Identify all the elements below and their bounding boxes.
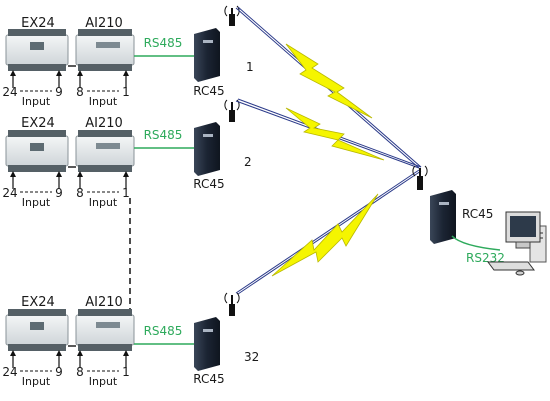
rc45-label: RC45: [193, 84, 224, 98]
ai-input-start: 8: [76, 365, 84, 379]
ex-input-start: 24: [2, 85, 17, 99]
rs485-label: RS485: [144, 324, 183, 338]
ai210-module: [75, 130, 135, 172]
ai-input-label: Input: [89, 196, 118, 209]
ai210-label: AI210: [85, 16, 123, 31]
ex24-label: EX24: [21, 295, 55, 310]
ex-input-label: Input: [22, 196, 51, 209]
rs485-label: RS485: [144, 36, 183, 50]
node-number: 32: [244, 350, 259, 364]
node-number: 2: [244, 155, 252, 169]
rc45-label: RC45: [193, 177, 224, 191]
lightning-bolt-2: [285, 107, 385, 161]
ex24-module: [5, 130, 69, 172]
ai-input-start: 8: [76, 85, 84, 99]
ai-input-end: 1: [122, 85, 130, 99]
rc45-base-label: RC45: [462, 207, 493, 221]
rc45-modem: [194, 28, 220, 82]
lightning-bolt-1: [285, 43, 373, 119]
ex-input-start: 24: [2, 365, 17, 379]
rc45-modem: [194, 317, 220, 371]
ai-input-end: 1: [122, 365, 130, 379]
antenna-icon: [412, 165, 428, 190]
row-1: EX24 AI210 24 9 Input 8 1 Input: [2, 5, 254, 108]
ex24-module: [5, 309, 69, 351]
rc45-modem: [194, 122, 220, 176]
ex24-label: EX24: [21, 16, 55, 31]
antenna-icon: [224, 99, 240, 122]
base-station: RC45 RS232: [412, 165, 547, 276]
ai210-label: AI210: [85, 116, 123, 131]
ai-input-end: 1: [122, 186, 130, 200]
ex24-label: EX24: [21, 116, 55, 131]
rc45-label: RC45: [193, 372, 224, 386]
ex-input-label: Input: [22, 375, 51, 388]
computer-icon: [487, 211, 547, 276]
ai-input-start: 8: [76, 186, 84, 200]
ai-input-label: Input: [89, 95, 118, 108]
wireless-link-3: [235, 169, 420, 294]
rs232-link: [451, 235, 501, 251]
ai210-label: AI210: [85, 295, 123, 310]
ex-input-end: 9: [55, 365, 63, 379]
ex-input-label: Input: [22, 95, 51, 108]
ex-input-start: 24: [2, 186, 17, 200]
node-number: 1: [246, 60, 254, 74]
wireless-links: [235, 6, 422, 295]
ai210-module: [75, 309, 135, 351]
ex-input-end: 9: [55, 186, 63, 200]
lightning-bolt-3: [271, 193, 379, 277]
ex-input-end: 9: [55, 85, 63, 99]
row-3: EX24 AI210 24 9 Input 8 1 Input: [2, 292, 259, 388]
ai210-module: [75, 29, 135, 71]
rs485-label: RS485: [144, 128, 183, 142]
rc45-base-modem: [430, 190, 456, 244]
row-2: EX24 AI210 24 9 Input 8 1 Input: [2, 99, 252, 209]
antenna-icon: [224, 292, 240, 316]
ai-input-label: Input: [89, 375, 118, 388]
ex24-module: [5, 29, 69, 71]
